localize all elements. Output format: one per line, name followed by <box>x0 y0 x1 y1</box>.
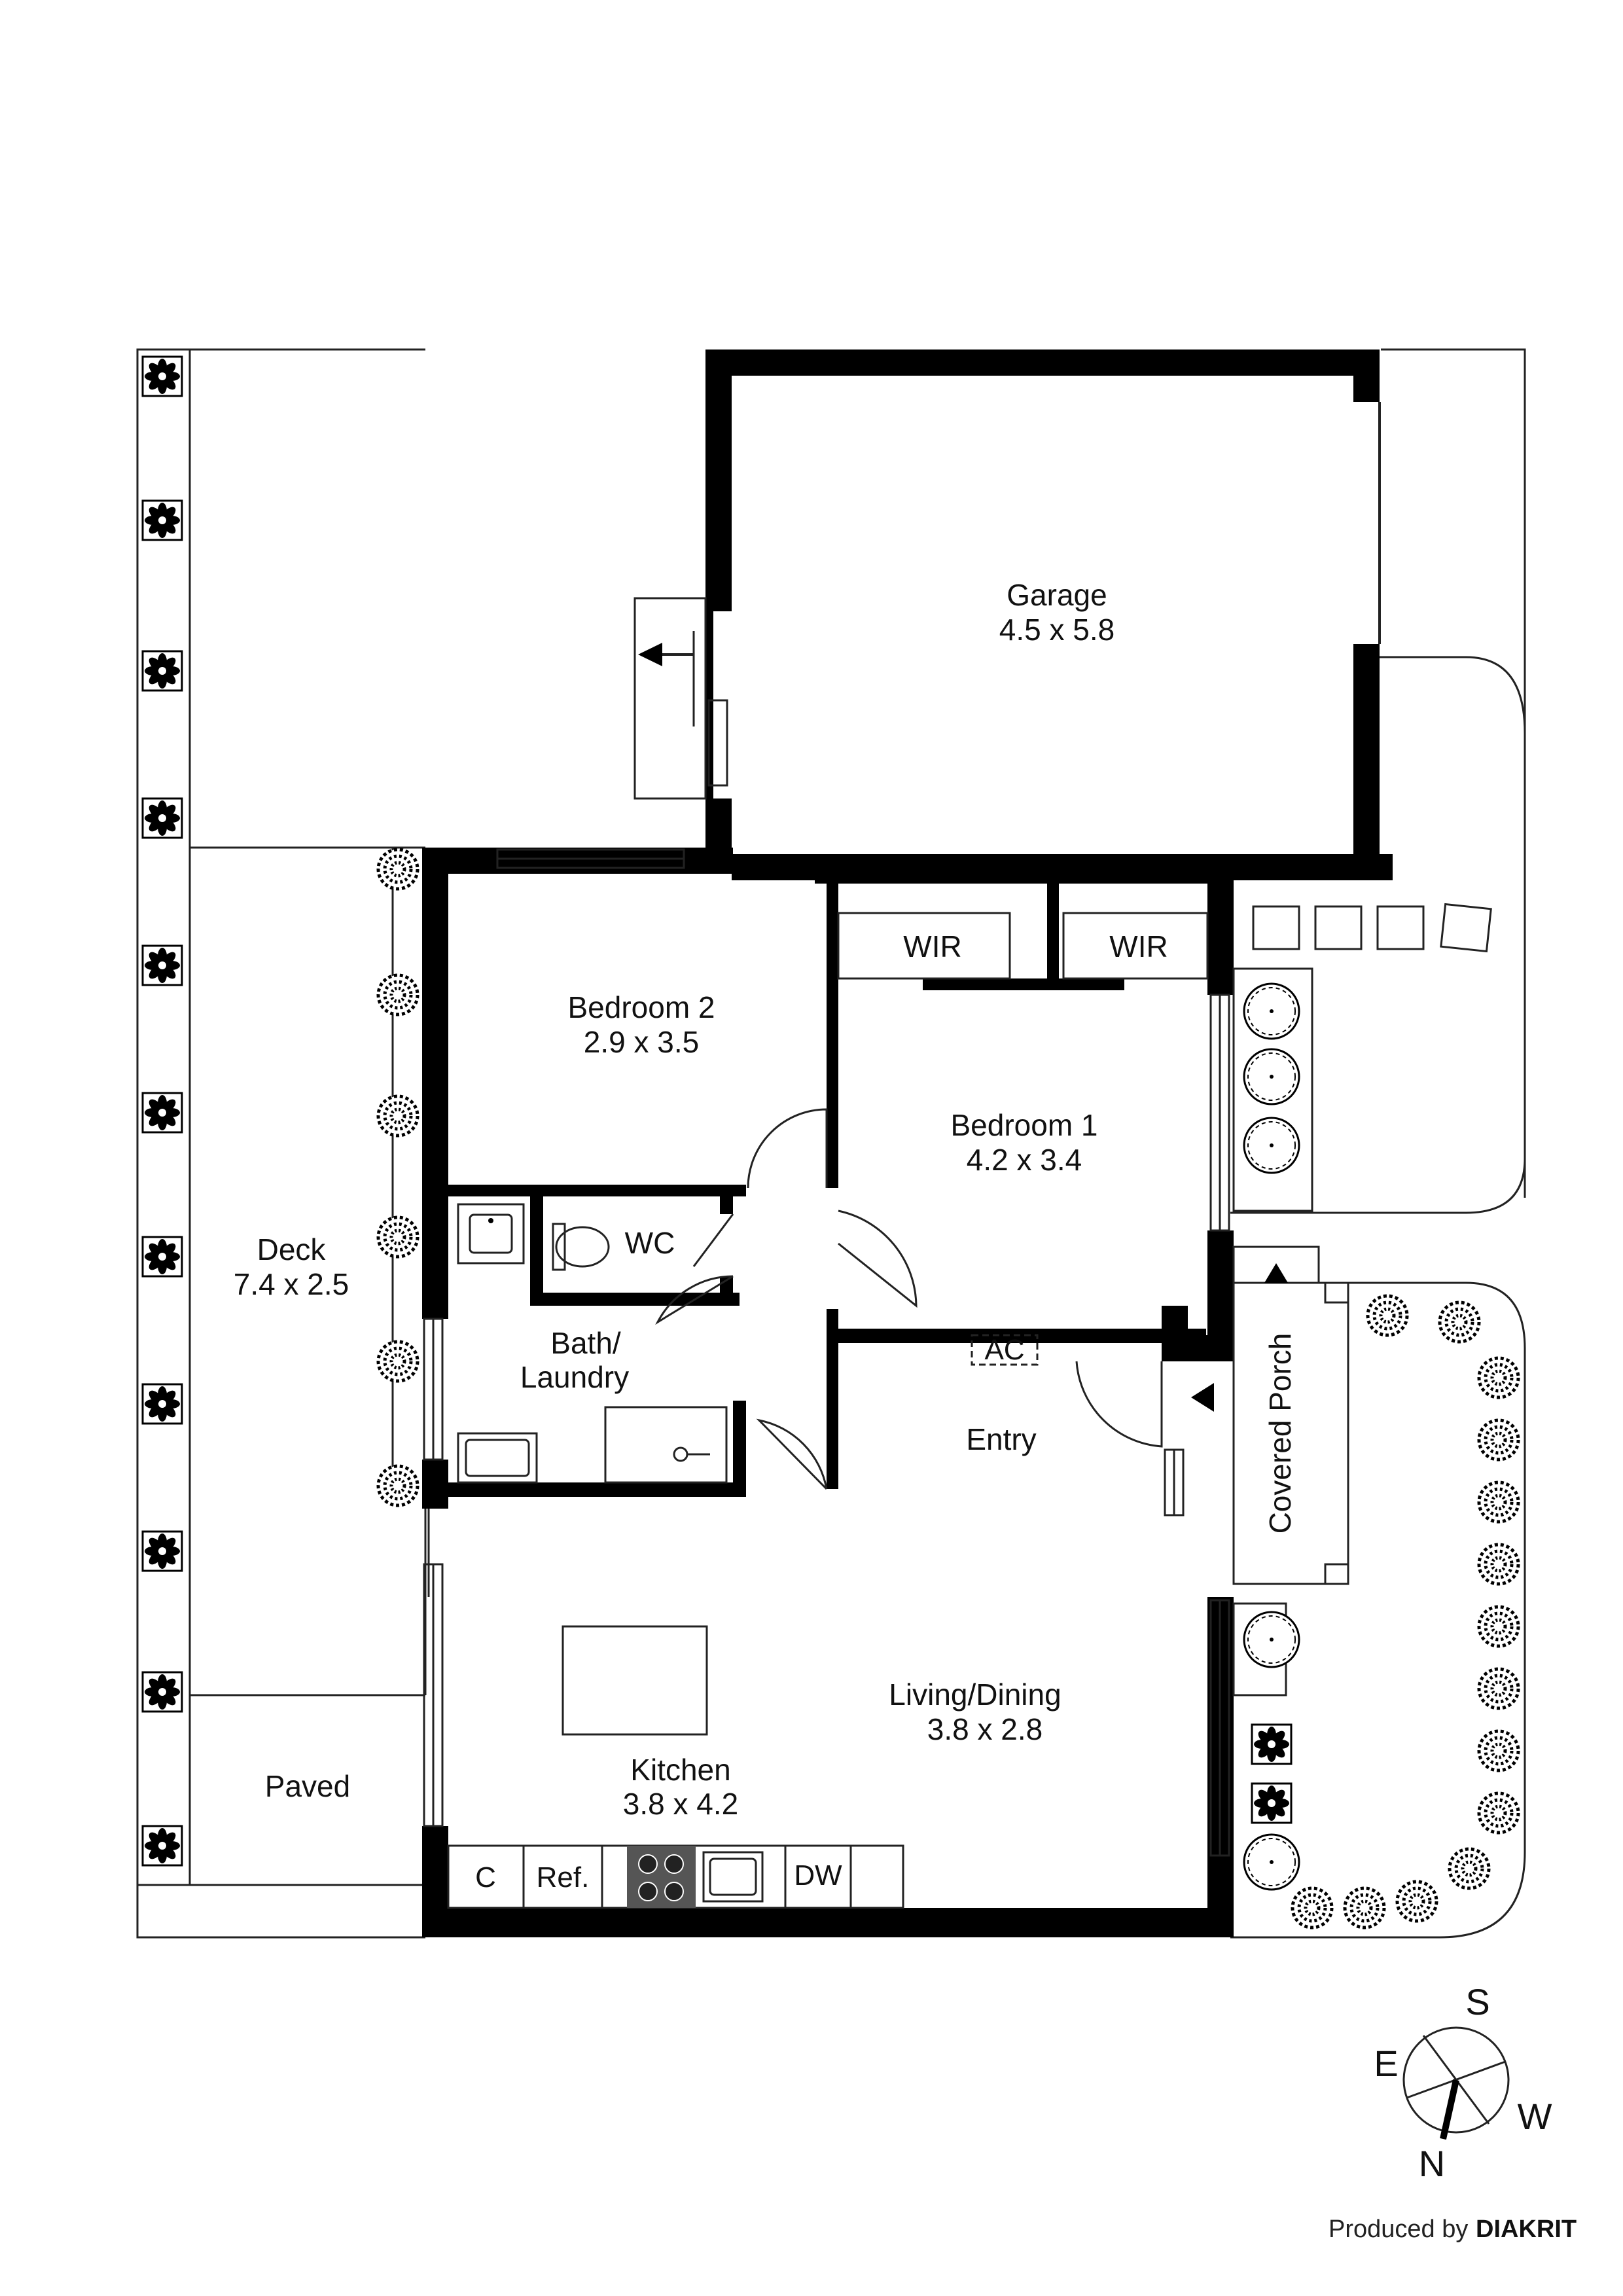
compass: S E W N <box>1374 1981 1552 2184</box>
bedroom2-name: Bedroom 2 <box>567 990 715 1024</box>
bath-fixtures <box>457 1203 728 1484</box>
deck-dims: 7.4 x 2.5 <box>234 1267 349 1301</box>
wir1-name: WIR <box>903 929 961 963</box>
compass-w: W <box>1518 2096 1552 2137</box>
bath-line2: Laundry <box>520 1360 629 1394</box>
credit-prefix: Produced by <box>1329 2215 1468 2243</box>
wardrobes <box>837 912 1209 980</box>
living-name: Living/Dining <box>889 1677 1061 1712</box>
garden-bed-edge <box>1230 1158 1526 1214</box>
windows <box>423 848 1230 1857</box>
credit: Produced by DIAKRIT <box>1329 2215 1577 2243</box>
interior-walls <box>445 874 1206 1497</box>
kitchen-bench <box>447 1844 904 1909</box>
ac-label: AC <box>984 1334 1024 1366</box>
ac-unit <box>971 1334 1039 1366</box>
bath-line1: Bath/ <box>550 1326 621 1360</box>
front-planters <box>1232 903 1526 1939</box>
deck-area <box>137 350 427 1886</box>
garage-walls <box>705 350 1393 880</box>
wir2-name: WIR <box>1109 929 1168 963</box>
deck-shrubs <box>378 850 418 1505</box>
bedroom1-dims: 4.2 x 3.4 <box>967 1143 1082 1177</box>
compass-s: S <box>1465 1981 1489 2022</box>
site-boundary <box>136 348 1526 1939</box>
garage-name: Garage <box>1007 578 1107 612</box>
bedroom1-name: Bedroom 1 <box>950 1108 1097 1142</box>
bedroom2-dims: 2.9 x 3.5 <box>584 1025 699 1059</box>
compass-n: N <box>1419 2143 1445 2184</box>
fridge-label: Ref. <box>537 1861 590 1893</box>
room-labels: Garage 4.5 x 5.8 Bedroom 2 2.9 x 3.5 Bed… <box>234 578 1297 1821</box>
dishwasher-label: DW <box>794 1859 842 1892</box>
wc-name: WC <box>625 1226 675 1260</box>
deck-name: Deck <box>257 1232 327 1266</box>
covered-porch <box>1232 1246 1349 1585</box>
living-dims: 3.8 x 2.8 <box>927 1712 1043 1746</box>
garage-side-door <box>633 597 707 800</box>
cupboard-label: C <box>475 1861 496 1893</box>
paved-name: Paved <box>265 1769 350 1803</box>
compass-e: E <box>1374 2043 1398 2084</box>
driveway-edge <box>1380 656 1526 734</box>
credit-brand: DIAKRIT <box>1476 2215 1577 2243</box>
kitchen-name: Kitchen <box>630 1753 730 1787</box>
doors <box>655 1108 1163 1490</box>
kitchen-dims: 3.8 x 4.2 <box>623 1787 738 1821</box>
porch-name: Covered Porch <box>1263 1333 1297 1534</box>
entry-name: Entry <box>966 1422 1036 1456</box>
garden-shrubs <box>1293 1296 1518 1928</box>
flower-border <box>141 355 183 1867</box>
entry-arrow <box>1191 1383 1214 1412</box>
garage-dims: 4.5 x 5.8 <box>999 613 1115 647</box>
fixture-labels: AC C Ref. DW <box>475 1334 1024 1893</box>
kitchen-island <box>562 1625 708 1736</box>
